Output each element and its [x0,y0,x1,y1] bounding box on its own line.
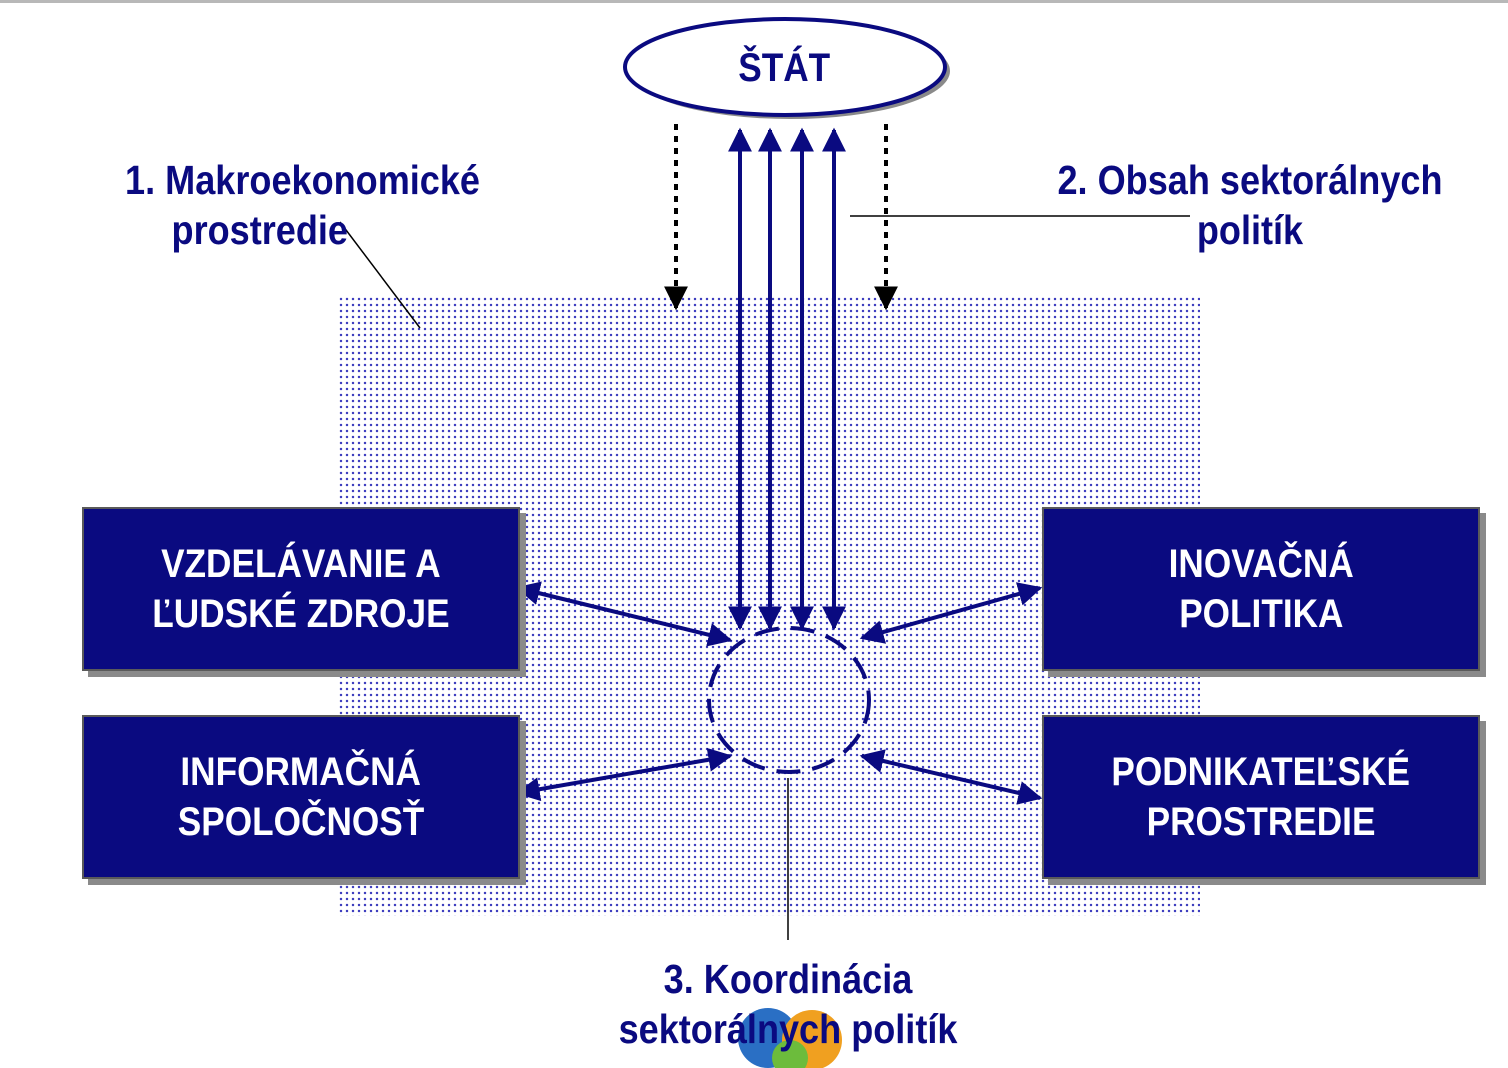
macro-environment-label: 1. Makroekonomické prostredie [125,157,480,253]
education-box: VZDELÁVANIE A ĽUDSKÉ ZDROJE [82,507,520,671]
top-divider [0,0,1508,3]
state-node-label: ŠTÁT [738,46,830,90]
business-box: PODNIKATEĽSKÉ PROSTREDIE [1042,715,1480,879]
macro-callout-line [339,221,421,329]
business-arrow [859,749,1043,805]
sector-policy-content-label: 2. Obsah sektorálnych politík [1057,157,1443,253]
coordination-label: 3. Koordinácia sektorálnych politík [618,956,958,1052]
coordination-circle [707,626,871,774]
education-arrow [515,581,733,647]
innovation-box: INOVAČNÁ POLITIKA [1042,507,1480,671]
state-ellipse [623,17,947,117]
innovation-arrow [859,582,1043,644]
information-arrow [515,747,733,802]
logo-green-shape [772,1040,808,1068]
information-box: INFORMAČNÁ SPOLOČNOSŤ [82,715,520,879]
